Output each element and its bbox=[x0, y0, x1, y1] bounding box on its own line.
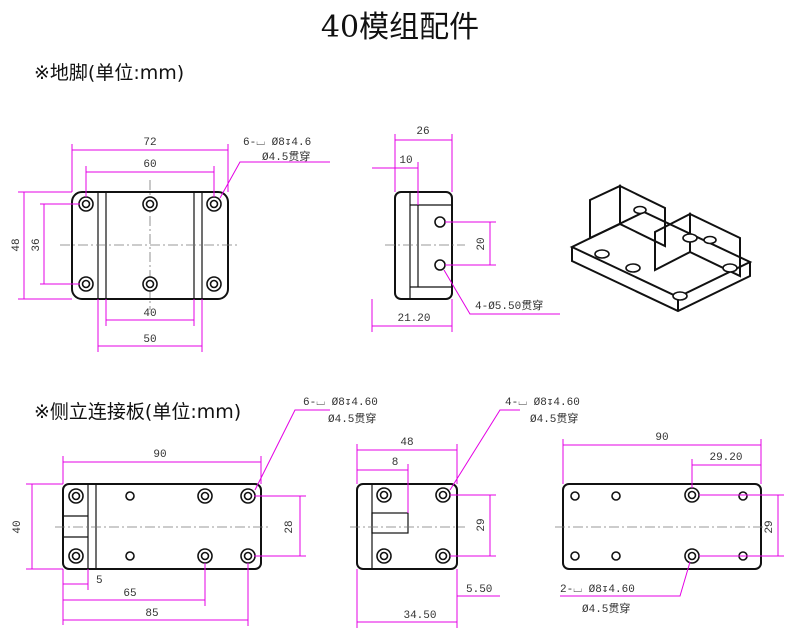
foot-top-view: 72 60 48 36 40 50 6-⌴ Ø8↧4.6 Ø4.5贯穿 bbox=[11, 137, 330, 352]
plate-mid-dim-34-50: 34.50 bbox=[403, 610, 436, 622]
dim-36: 36 bbox=[31, 238, 43, 251]
plate-left-dim-5: 5 bbox=[96, 575, 103, 587]
dim-72: 72 bbox=[143, 137, 156, 149]
plate-left-dim-90: 90 bbox=[153, 449, 166, 461]
plate-left-dim-65: 65 bbox=[123, 588, 136, 600]
side-dim-20: 20 bbox=[476, 237, 488, 250]
plate-left-dim-85: 85 bbox=[145, 608, 158, 620]
plate-right-callout-line2: Ø4.5贯穿 bbox=[582, 601, 630, 616]
hole-callout-line2: Ø4.5贯穿 bbox=[262, 149, 310, 164]
page-title: 40模组配件 bbox=[320, 10, 480, 45]
plate-left-callout-line2: Ø4.5贯穿 bbox=[328, 411, 376, 426]
plate-left-dim-40: 40 bbox=[12, 520, 24, 533]
side-plate-right-view: 90 29.20 29 2-⌴ Ø8↧4.60 Ø4.5贯穿 bbox=[555, 432, 784, 616]
plate-right-callout-line1: 2-⌴ Ø8↧4.60 bbox=[560, 584, 635, 596]
plate-right-dim-29-20: 29.20 bbox=[709, 452, 742, 464]
side-dim-21-20: 21.20 bbox=[397, 313, 430, 325]
plate-right-dim-29: 29 bbox=[764, 520, 776, 533]
plate-right-dim-90: 90 bbox=[655, 432, 668, 444]
side-hole-callout: 4-Ø5.50贯穿 bbox=[475, 298, 543, 313]
side-dim-10: 10 bbox=[399, 155, 412, 167]
plate-mid-dim-29: 29 bbox=[476, 518, 488, 531]
side-dim-26: 26 bbox=[416, 126, 429, 138]
dim-48: 48 bbox=[11, 238, 23, 251]
plate-left-dim-28: 28 bbox=[284, 520, 296, 533]
plate-mid-callout-line2: Ø4.5贯穿 bbox=[530, 411, 578, 426]
foot-side-view: 26 10 20 21.20 4-Ø5.50贯穿 bbox=[371, 126, 560, 332]
plate-left-callout-line1: 6-⌴ Ø8↧4.60 bbox=[303, 397, 378, 409]
dim-60: 60 bbox=[143, 159, 156, 171]
plate-mid-dim-8: 8 bbox=[392, 457, 399, 469]
side-plate-left-view: 90 40 28 5 65 85 6-⌴ Ø8↧4.60 Ø4.5贯穿 bbox=[12, 397, 378, 626]
plate-mid-callout-line1: 4-⌴ Ø8↧4.60 bbox=[505, 397, 580, 409]
plate-mid-dim-5-50: 5.50 bbox=[466, 584, 492, 596]
plate-mid-dim-48: 48 bbox=[400, 437, 413, 449]
section-heading-foot: ※地脚(单位:mm) bbox=[34, 62, 185, 84]
dim-40: 40 bbox=[143, 308, 156, 320]
hole-callout-line1: 6-⌴ Ø8↧4.6 bbox=[243, 137, 311, 149]
section-heading-side-plate: ※侧立连接板(单位:mm) bbox=[34, 401, 242, 423]
dim-50: 50 bbox=[143, 334, 156, 346]
foot-isometric-view bbox=[569, 184, 753, 313]
side-plate-middle-view: 48 8 29 5.50 34.50 4-⌴ Ø8↧4.60 Ø4.5贯穿 bbox=[350, 397, 580, 628]
